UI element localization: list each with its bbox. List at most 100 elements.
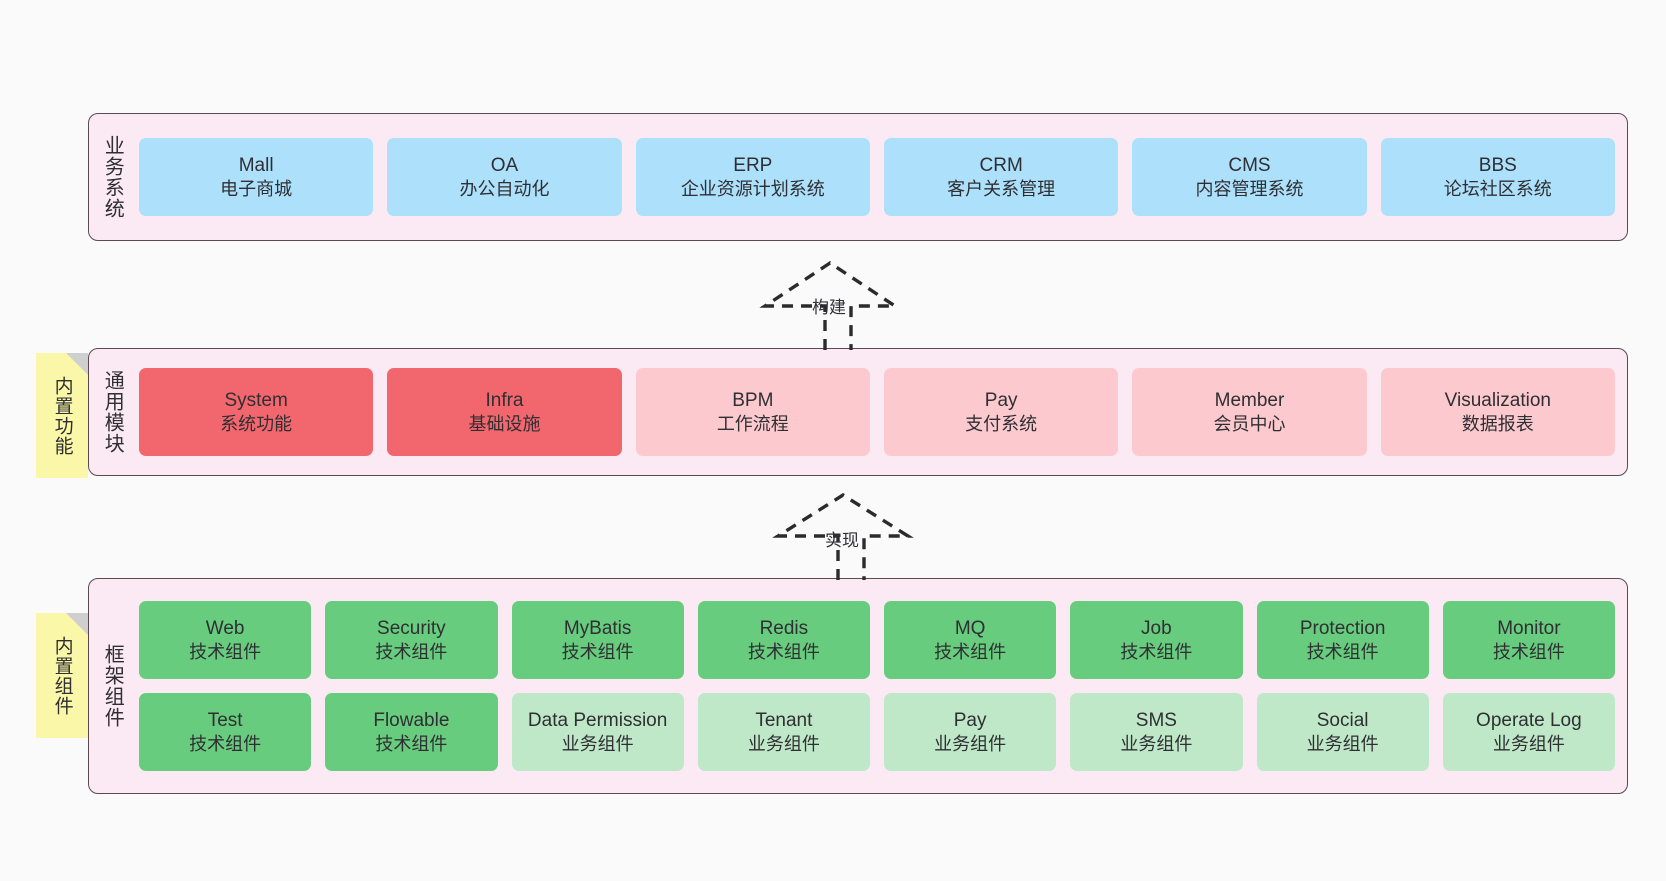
box-desc: 技术组件: [934, 641, 1007, 662]
box-name: Social: [1316, 709, 1369, 731]
layer-framework-components-title: 框架组件: [101, 644, 124, 728]
box-name: CMS: [1228, 154, 1271, 176]
box-name: OA: [490, 154, 519, 176]
box-name: Flowable: [373, 709, 450, 731]
box-desc: 技术组件: [375, 733, 448, 754]
box-desc: 支付系统: [965, 413, 1038, 434]
box-desc: 技术组件: [189, 641, 262, 662]
box-desc: 办公自动化: [459, 178, 550, 199]
box-name: Protection: [1299, 617, 1386, 639]
box-desc: 客户关系管理: [947, 178, 1056, 199]
box-desc: 企业资源计划系统: [680, 178, 825, 199]
box-desc: 数据报表: [1461, 413, 1534, 434]
box-desc: 技术组件: [747, 641, 820, 662]
box-name: MQ: [954, 617, 986, 639]
box-desc: 技术组件: [189, 733, 262, 754]
note-builtin-component: 内置组件: [36, 613, 88, 738]
box-name: Visualization: [1444, 389, 1551, 411]
connector-build-arrow: [755, 258, 905, 350]
box-name: Infra: [485, 389, 524, 411]
box-desc: 系统功能: [220, 413, 293, 434]
box-desc: 技术组件: [1492, 641, 1565, 662]
box-name: Web: [205, 617, 245, 639]
connector-implement-label: 实现: [825, 531, 859, 550]
box-name: Test: [207, 709, 243, 731]
note-fold-corner-icon: [66, 353, 88, 375]
box-name: CRM: [979, 154, 1023, 176]
connector-build-label: 构建: [812, 298, 846, 317]
box-name: Job: [1141, 617, 1172, 639]
box-desc: 技术组件: [375, 641, 448, 662]
box-name: BBS: [1478, 154, 1517, 176]
box-desc: 工作流程: [716, 413, 789, 434]
box-name: Data Permission: [527, 709, 668, 731]
box-desc: 技术组件: [561, 641, 634, 662]
box-desc: 业务组件: [1120, 733, 1193, 754]
box-desc: 基础设施: [468, 413, 541, 434]
layer-common-modules-title: 通用模块: [101, 370, 124, 454]
box-desc: 业务组件: [561, 733, 634, 754]
note-fold-corner-icon: [66, 613, 88, 635]
layer-business-system-title: 业务系统: [101, 135, 124, 219]
box-name: Security: [377, 617, 446, 639]
box-desc: 电子商城: [220, 178, 293, 199]
box-desc: 业务组件: [1306, 733, 1379, 754]
box-desc: 技术组件: [1120, 641, 1193, 662]
box-desc: 会员中心: [1213, 413, 1286, 434]
box-name: Tenant: [755, 709, 813, 731]
box-name: BPM: [732, 389, 774, 411]
note-builtin-function-label: 内置功能: [51, 375, 73, 456]
box-desc: 论坛社区系统: [1443, 178, 1552, 199]
note-builtin-component-label: 内置组件: [51, 635, 73, 716]
box-name: Redis: [759, 617, 809, 639]
box-desc: 技术组件: [1306, 641, 1379, 662]
box-name: ERP: [733, 154, 773, 176]
box-name: MyBatis: [563, 617, 632, 639]
connector-implement-arrow: [768, 492, 918, 580]
box-name: SMS: [1135, 709, 1177, 731]
box-name: Member: [1214, 389, 1285, 411]
box-desc: 内容管理系统: [1195, 178, 1304, 199]
note-builtin-function: 内置功能: [36, 353, 88, 478]
box-name: Mall: [238, 154, 274, 176]
box-name: Operate Log: [1476, 709, 1582, 731]
